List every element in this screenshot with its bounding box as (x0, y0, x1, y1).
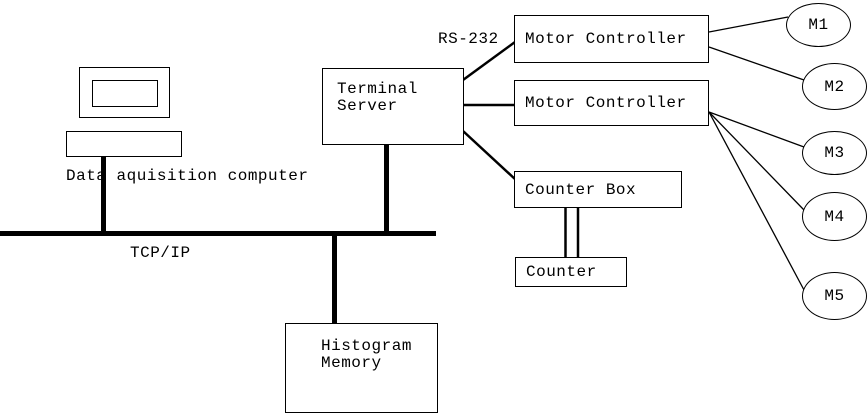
terminal-server-label: Terminal Server (337, 80, 418, 115)
histogram-memory-label: Histogram Memory (321, 337, 412, 372)
counter-node: Counter (515, 257, 627, 287)
motor-m2-label: M2 (824, 77, 845, 96)
motor-m2-node: M2 (802, 63, 867, 110)
computer-monitor-icon (79, 67, 170, 118)
motor-controller-1-to-m2-line (708, 46, 805, 81)
computer-screen-icon (92, 80, 158, 107)
motor-m4-node: M4 (802, 192, 867, 241)
motor-controller-1-node: Motor Controller (514, 15, 709, 63)
terminal-server-to-counter-box-line (462, 130, 517, 181)
histogram-memory-node: Histogram Memory (285, 323, 438, 413)
motor-controller-1-to-m1-line (708, 16, 789, 33)
motor-m3-node: M3 (802, 131, 867, 175)
motor-m5-node: M5 (802, 272, 867, 320)
motor-controller-2-to-m3-line (708, 111, 805, 148)
motor-controller-2-to-m4-line (708, 111, 805, 211)
motor-controller-2-to-m5-line (708, 111, 805, 291)
motor-m3-label: M3 (824, 144, 845, 162)
motor-controller-2-node: Motor Controller (514, 80, 709, 126)
tcpip-bus-label: TCP/IP (130, 244, 191, 262)
counter-label: Counter (526, 263, 597, 281)
counter-box-label: Counter Box (525, 180, 637, 199)
computer-keyboard-icon (66, 131, 182, 157)
counter-box-node: Counter Box (514, 171, 682, 208)
motor-m1-node: M1 (786, 3, 851, 47)
motor-controller-1-label: Motor Controller (525, 30, 687, 48)
motor-m5-label: M5 (824, 287, 845, 305)
motor-m1-label: M1 (808, 16, 829, 34)
motor-m4-label: M4 (824, 207, 845, 226)
motor-controller-2-label: Motor Controller (525, 94, 687, 112)
terminal-server-node: Terminal Server (322, 68, 464, 145)
rs232-link-label: RS-232 (438, 30, 499, 48)
computer-label: Data aquisition computer (66, 167, 309, 185)
